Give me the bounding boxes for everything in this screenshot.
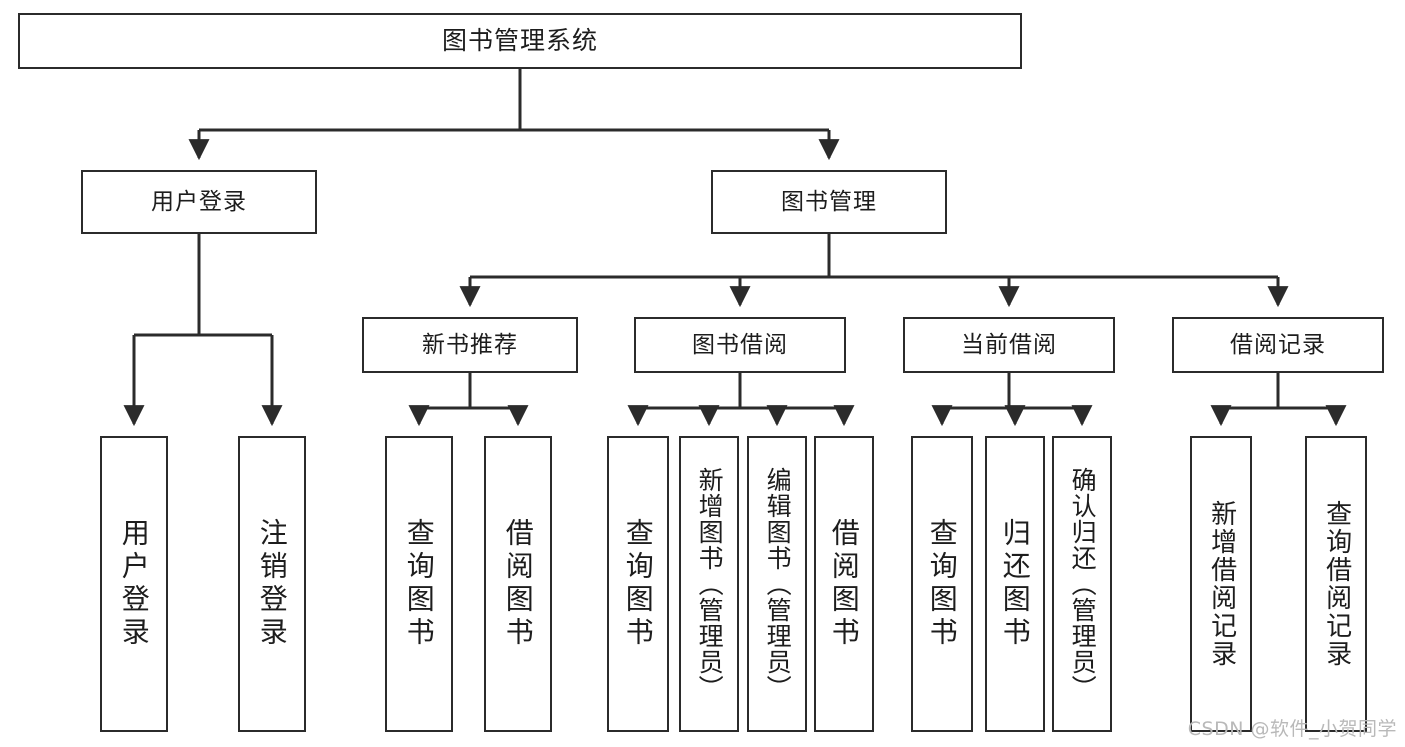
node-leaf-edit-book-admin-label: 编辑图书（管理员） <box>763 467 793 701</box>
node-leaf-add-borrow-record-label: 新增借阅记录 <box>1206 500 1237 668</box>
node-leaf-return-book[interactable]: 归还图书 <box>985 436 1045 732</box>
node-root[interactable]: 图书管理系统 <box>18 13 1022 69</box>
node-leaf-borrow-book-1[interactable]: 借阅图书 <box>484 436 552 732</box>
node-leaf-borrow-book-2[interactable]: 借阅图书 <box>814 436 874 732</box>
node-borrow-record-label: 借阅记录 <box>1230 331 1326 358</box>
node-leaf-logout[interactable]: 注销登录 <box>238 436 306 732</box>
node-leaf-query-book-3-label: 查询图书 <box>925 518 959 650</box>
node-root-label: 图书管理系统 <box>441 25 598 55</box>
node-borrow-record[interactable]: 借阅记录 <box>1172 317 1384 373</box>
node-new-book-recommend[interactable]: 新书推荐 <box>362 317 578 373</box>
node-new-book-recommend-label: 新书推荐 <box>422 331 518 358</box>
node-leaf-borrow-book-2-label: 借阅图书 <box>827 518 861 650</box>
node-leaf-query-borrow-record-label: 查询借阅记录 <box>1321 500 1352 668</box>
node-leaf-add-book-admin-label: 新增图书（管理员） <box>695 467 725 701</box>
node-leaf-return-book-label: 归还图书 <box>998 518 1032 650</box>
node-leaf-query-book-2[interactable]: 查询图书 <box>607 436 669 732</box>
node-leaf-query-book-3[interactable]: 查询图书 <box>911 436 973 732</box>
node-leaf-logout-label: 注销登录 <box>255 518 289 650</box>
node-leaf-query-book-1-label: 查询图书 <box>402 518 436 650</box>
node-leaf-user-login[interactable]: 用户登录 <box>100 436 168 732</box>
node-book-manage[interactable]: 图书管理 <box>711 170 947 234</box>
csdn-watermark: CSDN @软件_小贺同学 <box>1187 718 1397 740</box>
node-leaf-query-book-2-label: 查询图书 <box>621 518 655 650</box>
node-user-login[interactable]: 用户登录 <box>81 170 317 234</box>
node-book-manage-label: 图书管理 <box>781 188 877 215</box>
node-leaf-confirm-return-admin[interactable]: 确认归还（管理员） <box>1052 436 1112 732</box>
node-user-login-label: 用户登录 <box>151 188 247 215</box>
node-leaf-edit-book-admin[interactable]: 编辑图书（管理员） <box>747 436 807 732</box>
node-leaf-query-book-1[interactable]: 查询图书 <box>385 436 453 732</box>
node-book-borrow[interactable]: 图书借阅 <box>634 317 846 373</box>
node-leaf-query-borrow-record[interactable]: 查询借阅记录 <box>1305 436 1367 732</box>
node-current-borrow-label: 当前借阅 <box>961 331 1057 358</box>
node-leaf-borrow-book-1-label: 借阅图书 <box>501 518 535 650</box>
node-book-borrow-label: 图书借阅 <box>692 331 788 358</box>
node-leaf-add-book-admin[interactable]: 新增图书（管理员） <box>679 436 739 732</box>
node-leaf-confirm-return-admin-label: 确认归还（管理员） <box>1068 467 1098 701</box>
node-current-borrow[interactable]: 当前借阅 <box>903 317 1115 373</box>
node-leaf-add-borrow-record[interactable]: 新增借阅记录 <box>1190 436 1252 732</box>
node-leaf-user-login-label: 用户登录 <box>117 518 151 650</box>
